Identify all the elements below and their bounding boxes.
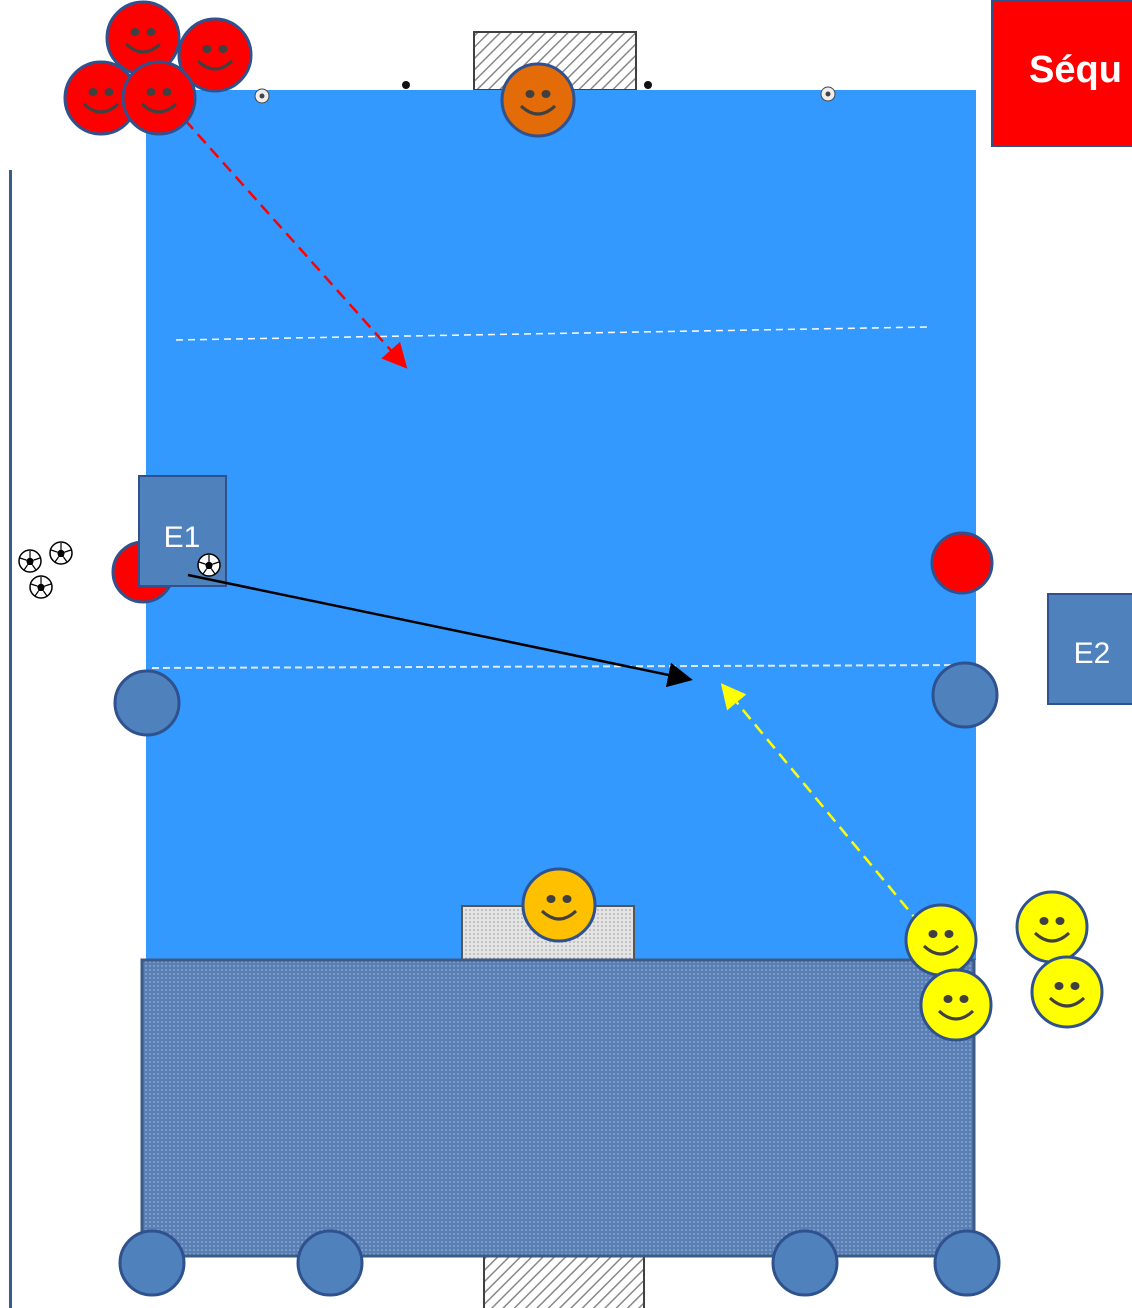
yellow-player-icon <box>1017 892 1087 962</box>
title-text: Séqu <box>1029 49 1122 91</box>
soccer-ball-icon <box>30 576 52 598</box>
yellow-player-icon <box>1032 957 1102 1027</box>
soccer-ball-icon <box>50 542 72 564</box>
goal-bottom <box>484 1256 644 1308</box>
cone-marker-icon <box>644 81 652 89</box>
e1-label: E1 <box>164 521 201 554</box>
red-player-icon <box>123 62 195 134</box>
cone-marker-icon <box>402 81 410 89</box>
red-disc-marker <box>932 533 992 593</box>
soccer-ball-icon <box>198 554 220 576</box>
e2-label: E2 <box>1074 637 1111 670</box>
disc-marker <box>298 1231 362 1295</box>
disc-marker <box>935 1231 999 1295</box>
yellow-player-icon <box>906 905 976 975</box>
soccer-ball-icon <box>19 550 41 572</box>
frame-edge <box>9 170 12 1308</box>
keeper-icon-top <box>502 64 574 136</box>
disc-marker <box>120 1231 184 1295</box>
cone-marker-icon <box>821 87 835 101</box>
yellow-player-icon <box>921 970 991 1040</box>
disc-marker <box>115 671 179 735</box>
keeper-icon-bottom <box>523 869 595 941</box>
pitch <box>146 90 976 960</box>
bottom-zone <box>142 960 974 1256</box>
disc-marker <box>773 1231 837 1295</box>
disc-marker <box>933 663 997 727</box>
cone-marker-icon <box>255 89 269 103</box>
